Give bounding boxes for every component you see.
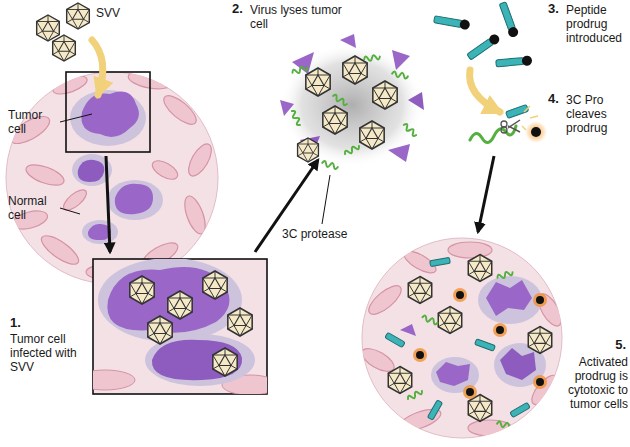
callout-number: 5. xyxy=(566,338,626,352)
peptide-prodrug xyxy=(433,1,532,112)
callout-number: 3. xyxy=(548,2,566,16)
virus-particles xyxy=(37,3,103,95)
step-text: Virus lyses tumor cell xyxy=(250,3,342,31)
zoom-box xyxy=(75,258,278,395)
part-label: Tumor cell xyxy=(8,108,60,136)
arrow xyxy=(478,156,494,232)
virus-label: SVV xyxy=(96,6,136,20)
callout-number: 2. xyxy=(232,2,250,16)
lysed-cell xyxy=(280,34,424,224)
arrow xyxy=(106,156,110,252)
step-text: Peptide prodrug introduced xyxy=(566,3,628,45)
part-label: 3C protease xyxy=(282,227,362,241)
part-label: Normal cell xyxy=(8,194,60,222)
step-text: 3C Pro cleaves prodrug xyxy=(566,93,628,135)
tissue-left xyxy=(6,68,218,284)
callout-number: 4. xyxy=(548,92,566,106)
tissue-right xyxy=(358,238,566,438)
step-text: Activated prodrug is cytotoxic to tumor … xyxy=(558,355,628,411)
callout-number: 1. xyxy=(10,316,30,330)
cleavage xyxy=(470,104,547,143)
step-text: Tumor cell infected with SVV xyxy=(10,332,90,374)
